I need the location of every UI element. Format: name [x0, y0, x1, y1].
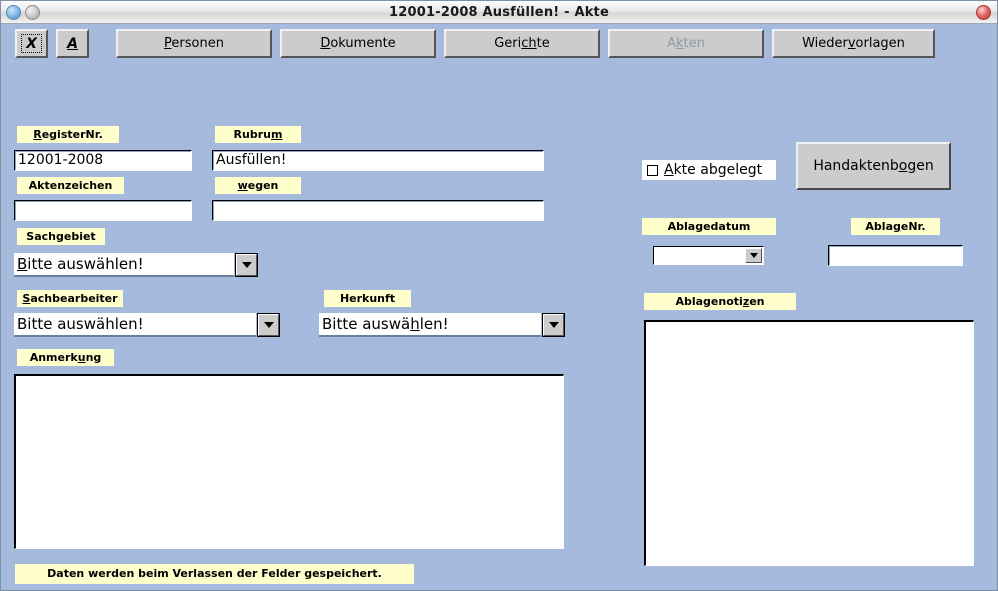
maximize-icon[interactable]	[25, 4, 40, 20]
registernr-input[interactable]: 12001-2008	[14, 150, 192, 171]
tab-personen[interactable]: Personen	[116, 29, 272, 58]
herkunft-combobox[interactable]: Bitte auswählen!	[319, 313, 565, 337]
sachbearbeiter-combobox[interactable]: Bitte auswählen!	[14, 313, 280, 337]
close-window-button[interactable]: X	[15, 29, 48, 58]
aktenzeichen-input[interactable]	[14, 200, 192, 221]
handaktenbogen-button-label: Handaktenbogen	[813, 158, 934, 174]
tab-akten[interactable]: Akten	[608, 29, 764, 58]
rubrum-input[interactable]: Ausfüllen!	[212, 150, 544, 171]
akte-abgelegt-checkbox[interactable]	[647, 164, 658, 176]
sachbearbeiter-value: Bitte auswählen!	[14, 313, 256, 337]
herkunft-label: Herkunft	[324, 290, 411, 307]
chevron-down-icon[interactable]	[542, 313, 565, 337]
toolbar: X A Personen Dokumente Gerichte Akten Wi…	[1, 24, 997, 63]
akte-abgelegt-label: Akte abgelegt	[664, 162, 763, 178]
aktenzeichen-label: Aktenzeichen	[17, 177, 124, 194]
tab-wiedervorlagen-label: Wiedervorlagen	[802, 36, 905, 51]
status-message: Daten werden beim Verlassen der Felder g…	[15, 564, 414, 584]
ablagenr-label: AblageNr.	[851, 218, 940, 235]
window-control-group-left	[1, 1, 40, 23]
tab-dokumente[interactable]: Dokumente	[280, 29, 436, 58]
akte-abgelegt-field[interactable]: Akte abgelegt	[642, 160, 776, 180]
chevron-down-icon[interactable]	[745, 248, 762, 263]
tab-gerichte[interactable]: Gerichte	[444, 29, 600, 58]
rubrum-label: Rubrum	[215, 126, 301, 143]
window-control-group-right	[976, 1, 991, 23]
wegen-input[interactable]	[212, 200, 544, 221]
form-area: RegisterNr. 12001-2008 Rubrum Ausfüllen!…	[1, 63, 997, 590]
window-title: 12001-2008 Ausfüllen! - Akte	[389, 4, 609, 20]
wegen-label: wegen	[215, 177, 301, 194]
minimize-icon[interactable]	[6, 4, 21, 20]
font-button[interactable]: A	[56, 29, 89, 58]
sachgebiet-combobox[interactable]: Bitte auswählen!	[14, 253, 258, 277]
sachgebiet-label: Sachgebiet	[17, 228, 105, 245]
title-bar: 12001-2008 Ausfüllen! - Akte	[1, 1, 997, 24]
anmerkung-textarea[interactable]	[14, 374, 564, 549]
close-icon[interactable]	[976, 4, 991, 20]
tab-wiedervorlagen[interactable]: Wiedervorlagen	[772, 29, 935, 58]
chevron-down-icon[interactable]	[257, 313, 280, 337]
close-window-button-label: X	[21, 34, 42, 53]
herkunft-value: Bitte auswählen!	[319, 313, 541, 337]
tab-gerichte-label: Gerichte	[494, 36, 550, 51]
ablagenotizen-textarea[interactable]	[644, 320, 974, 566]
tab-dokumente-label: Dokumente	[320, 36, 396, 51]
chevron-down-icon[interactable]	[235, 253, 258, 277]
ablagenr-input[interactable]	[828, 245, 963, 266]
ablagedatum-label: Ablagedatum	[642, 218, 776, 235]
tab-personen-label: Personen	[164, 36, 224, 51]
anmerkung-label: Anmerkung	[17, 349, 114, 366]
font-button-label: A	[67, 35, 78, 52]
sachbearbeiter-label: Sachbearbeiter	[17, 290, 123, 307]
tab-akten-label: Akten	[667, 36, 705, 51]
sachgebiet-value: Bitte auswählen!	[14, 253, 234, 277]
ablagedatum-combobox[interactable]	[653, 246, 764, 265]
handaktenbogen-button[interactable]: Handaktenbogen	[796, 142, 951, 190]
registernr-label: RegisterNr.	[17, 126, 119, 143]
ablagenotizen-label: Ablagenotizen	[644, 293, 796, 310]
ablagedatum-value	[654, 247, 744, 264]
